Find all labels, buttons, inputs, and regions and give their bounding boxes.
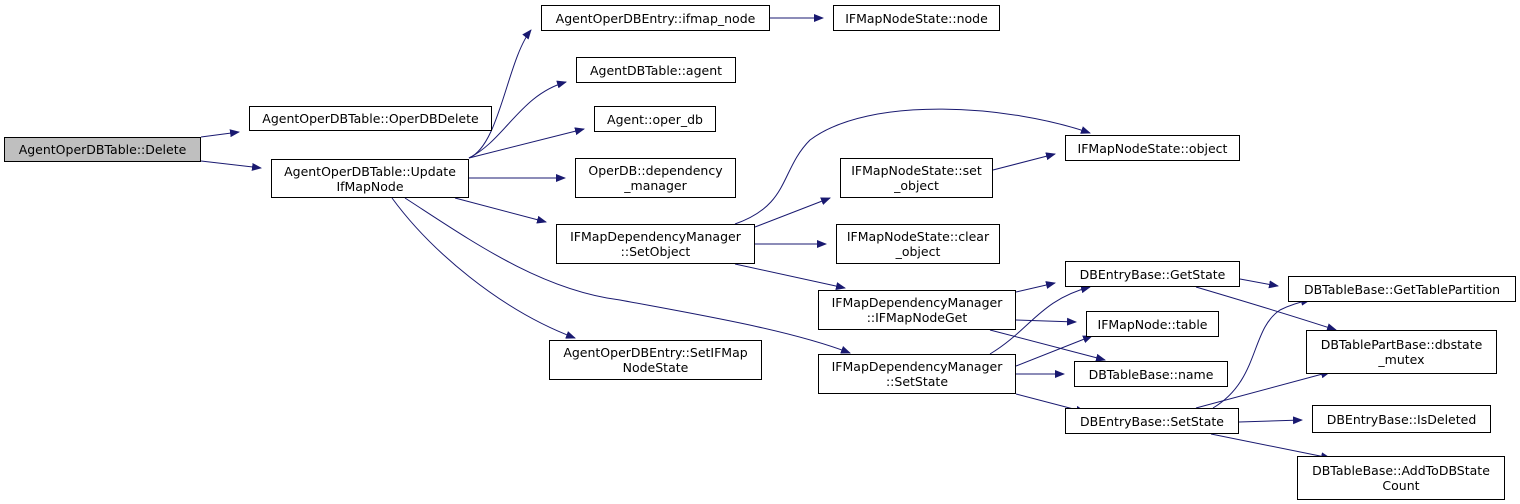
edge-setstate-to-addtodbstatecount: [1210, 433, 1331, 461]
edge-set-object-to-object: [992, 152, 1056, 171]
node-ifmapnode-table[interactable]: IFMapNode::table: [1086, 311, 1219, 337]
edge-delete-to-updateifmapnode: [200, 160, 262, 171]
edge-update-to-oper-db: [468, 127, 585, 159]
node-isdeleted[interactable]: DBEntryBase::IsDeleted: [1312, 405, 1491, 433]
node-setstate-mgr[interactable]: IFMapDependencyManager ::SetState: [818, 354, 1016, 394]
node-oper-db[interactable]: Agent::oper_db: [594, 106, 716, 132]
edge-ifmapnodeget-to-table: [1015, 317, 1077, 326]
edge-getstate-to-dbstate-mutex: [1195, 286, 1337, 332]
edge-update-to-agent: [468, 80, 567, 159]
node-setobject[interactable]: IFMapDependencyManager ::SetObject: [556, 224, 755, 264]
node-addtodbstatecount[interactable]: DBTableBase::AddToDBState Count: [1297, 456, 1505, 500]
edge-setstate-to-isdeleted: [1238, 416, 1303, 425]
node-setifmapnodestate[interactable]: AgentOperDBEntry::SetIFMap NodeState: [549, 340, 762, 380]
edge-update-to-setstate-mgr: [404, 197, 851, 354]
node-clear-object[interactable]: IFMapNodeState::clear _object: [836, 224, 1000, 264]
edge-update-to-setobject: [454, 197, 547, 224]
edge-setstate-to-gettablepartition: [1212, 297, 1311, 409]
node-ifmap-node[interactable]: AgentOperDBEntry::ifmap_node: [541, 5, 770, 31]
node-dependency-manager[interactable]: OperDB::dependency _manager: [575, 158, 736, 198]
node-set-object[interactable]: IFMapNodeState::set _object: [840, 158, 993, 198]
node-ifmapnodestate-object[interactable]: IFMapNodeState::object: [1065, 135, 1240, 161]
edge-setstate-mgr-to-getstate: [989, 285, 1091, 355]
node-delete: AgentOperDBTable::Delete: [4, 137, 201, 162]
edge-setstate-mgr-to-table: [1015, 335, 1093, 367]
node-dbtablebase-name[interactable]: DBTableBase::name: [1074, 361, 1228, 387]
node-setstate[interactable]: DBEntryBase::SetState: [1065, 408, 1239, 434]
node-ifmapnodestate-node[interactable]: IFMapNodeState::node: [833, 5, 1000, 31]
edge-setstate-to-dbstate-mutex: [1195, 370, 1331, 409]
edge-delete-to-operdbdelete: [200, 129, 240, 138]
edge-setobject-to-set-object: [754, 197, 831, 228]
node-getstate[interactable]: DBEntryBase::GetState: [1065, 261, 1240, 287]
edge-ifmapnodeget-to-getstate: [1015, 281, 1056, 293]
edge-ifmapnodeget-to-name: [989, 329, 1106, 362]
edge-update-to-ifmap-node: [468, 29, 532, 159]
edge-getstate-to-gettablepartition: [1239, 278, 1279, 289]
node-dbstate-mutex[interactable]: DBTablePartBase::dbstate _mutex: [1306, 330, 1497, 374]
edge-update-to-setifmapnodestate: [391, 197, 576, 339]
edge-setobject-to-object: [734, 108, 1091, 225]
node-updateifmapnode[interactable]: AgentOperDBTable::Update IfMapNode: [271, 159, 469, 198]
node-agent[interactable]: AgentDBTable::agent: [576, 57, 736, 83]
node-operdbdelete[interactable]: AgentOperDBTable::OperDBDelete: [249, 106, 492, 131]
node-gettablepartition[interactable]: DBTableBase::GetTablePartition: [1288, 276, 1516, 302]
node-ifmapnodeget[interactable]: IFMapDependencyManager ::IFMapNodeGet: [818, 290, 1016, 330]
edge-setobject-to-ifmapnodeget: [734, 263, 846, 290]
